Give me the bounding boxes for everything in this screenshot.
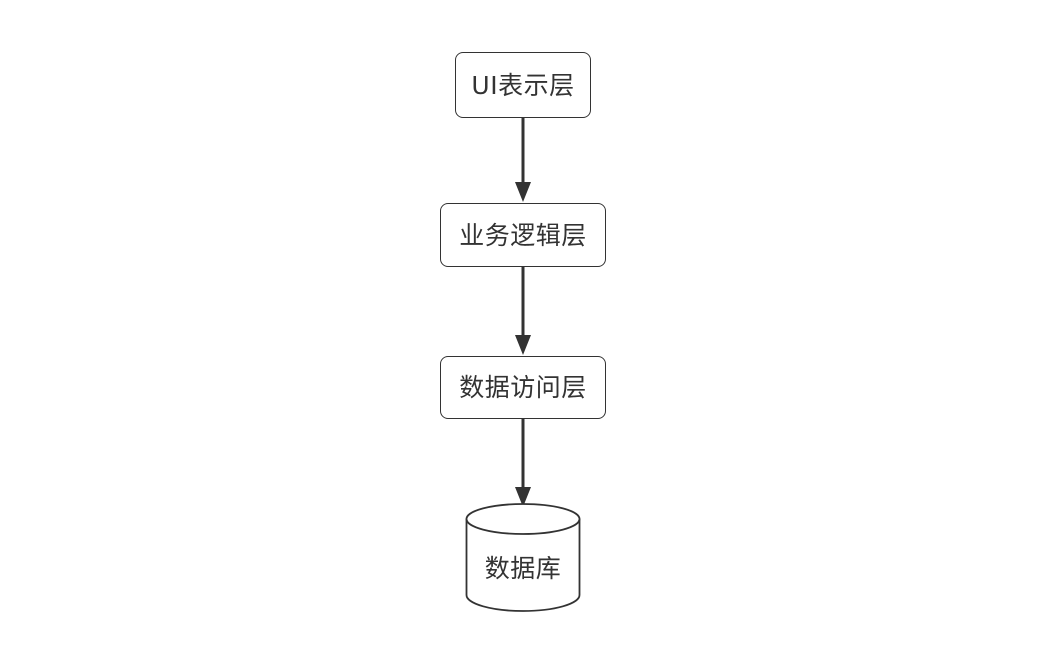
node-database-cylinder[interactable]: 数据库 xyxy=(463,503,583,612)
node-business-logic-layer[interactable]: 业务逻辑层 xyxy=(440,203,606,267)
node-label: UI表示层 xyxy=(471,70,575,100)
node-ui-presentation-layer[interactable]: UI表示层 xyxy=(455,52,591,118)
node-label: 数据访问层 xyxy=(459,373,587,402)
node-label: 业务逻辑层 xyxy=(459,220,587,250)
node-data-access-layer[interactable]: 数据访问层 xyxy=(440,356,606,419)
